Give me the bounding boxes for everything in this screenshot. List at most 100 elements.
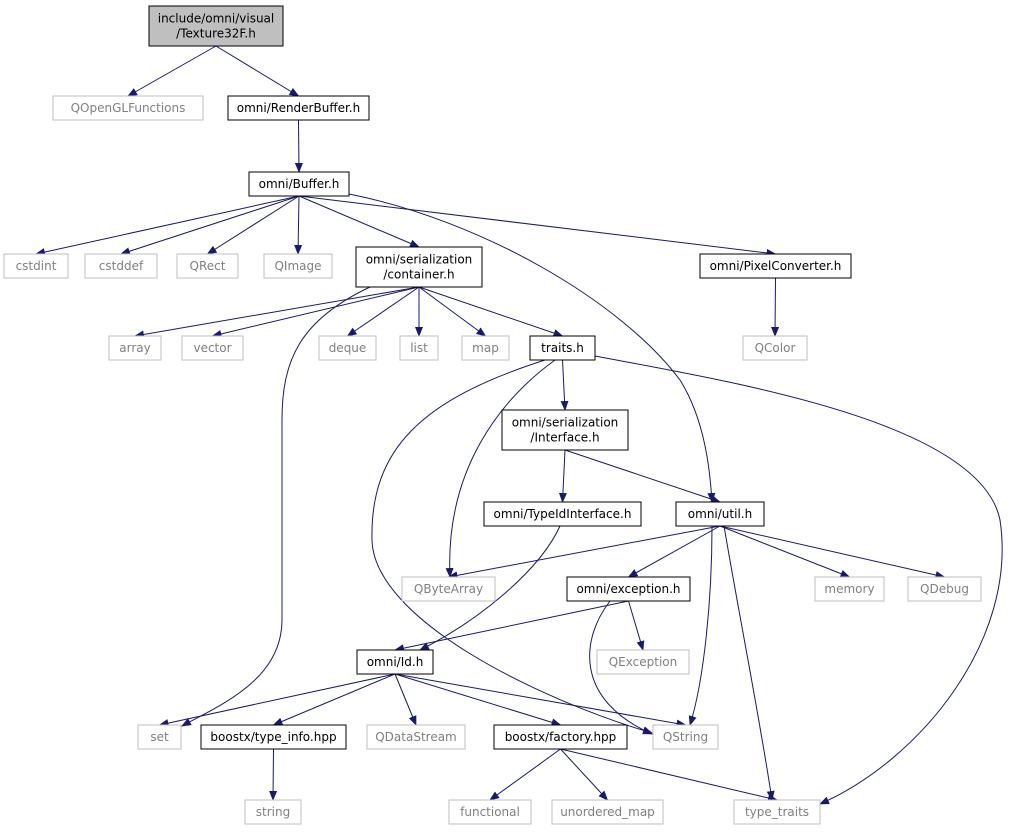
- node-map: map: [461, 335, 510, 361]
- node-box-container: [355, 246, 483, 288]
- edge-id-to-qstring: [394, 673, 687, 728]
- node-box-memory: [814, 576, 885, 602]
- node-box-map: [461, 335, 510, 361]
- node-cstdint: cstdint: [3, 253, 69, 279]
- node-renderbuffer[interactable]: omni/RenderBuffer.h: [227, 95, 370, 121]
- node-label-interface: omni/serialization: [512, 416, 619, 430]
- node-box-root: [148, 5, 284, 47]
- node-label-traits: traits.h: [541, 341, 584, 355]
- node-label-pixelconverter: omni/PixelConverter.h: [710, 259, 842, 273]
- edge-container-to-array: [134, 286, 420, 339]
- node-label-buffer: omni/Buffer.h: [259, 177, 340, 191]
- node-factory[interactable]: boostx/factory.hpp: [493, 724, 628, 750]
- node-box-cstdint: [3, 253, 69, 279]
- edge-container-to-set: [181, 286, 371, 727]
- node-typeinfo[interactable]: boostx/type_info.hpp: [200, 724, 347, 750]
- node-label-factory: boostx/factory.hpp: [505, 730, 617, 744]
- edge-typeinfo-to-string: [269, 748, 278, 801]
- node-label-qimage: QImage: [274, 259, 321, 273]
- edges-layer: [35, 45, 1003, 805]
- node-box-set: [137, 724, 182, 750]
- node-label-qopenglfunctions: QOpenGLFunctions: [71, 101, 186, 115]
- edge-factory-to-unordered_map: [560, 748, 609, 801]
- node-qcolor: QColor: [742, 335, 808, 361]
- edge-exception-to-qstring: [589, 600, 653, 735]
- node-label-unordered_map: unordered_map: [560, 805, 655, 819]
- nodes-layer: include/omni/visual/Texture32F.hQOpenGLF…: [3, 5, 982, 825]
- node-pixelconverter[interactable]: omni/PixelConverter.h: [699, 253, 852, 279]
- node-label-container: omni/serialization: [366, 253, 473, 267]
- node-box-qcolor: [742, 335, 808, 361]
- node-util[interactable]: omni/util.h: [675, 501, 765, 527]
- edge-buffer-to-pixelconverter: [298, 195, 777, 257]
- node-box-factory: [493, 724, 628, 750]
- node-label-array: array: [119, 341, 150, 355]
- node-box-list: [399, 335, 439, 361]
- edge-exception-to-qexception: [628, 600, 645, 651]
- edge-buffer-to-cstddef: [120, 195, 300, 256]
- node-label-exception: omni/exception.h: [576, 582, 680, 596]
- node-box-qrect: [176, 253, 239, 279]
- edge-factory-to-type_traits: [560, 748, 778, 802]
- node-box-util: [675, 501, 765, 527]
- node-label-set: set: [150, 730, 169, 744]
- edge-container-to-map: [418, 286, 487, 337]
- node-container[interactable]: omni/serialization/container.h: [355, 246, 483, 288]
- node-buffer[interactable]: omni/Buffer.h: [248, 171, 350, 197]
- edge-buffer-to-qrect: [206, 195, 300, 255]
- node-root[interactable]: include/omni/visual/Texture32F.h: [148, 5, 284, 47]
- edge-interface-to-util: [564, 449, 721, 503]
- node-array: array: [108, 335, 162, 361]
- node-label-qcolor: QColor: [755, 341, 796, 355]
- edge-util-to-qstring: [688, 525, 713, 726]
- node-box-type_traits: [733, 799, 821, 825]
- edge-root-to-renderbuffer: [215, 45, 300, 97]
- node-qrect: QRect: [176, 253, 239, 279]
- edge-traits-to-qstring: [371, 359, 653, 735]
- node-label-type_traits: type_traits: [745, 805, 809, 819]
- node-label-cstddef: cstddef: [99, 259, 144, 273]
- edge-root-to-qopenglfunctions: [127, 45, 217, 97]
- edge-util-to-qdebug: [719, 525, 946, 579]
- node-box-qopenglfunctions: [52, 95, 204, 121]
- node-box-renderbuffer: [227, 95, 370, 121]
- node-interface[interactable]: omni/serialization/Interface.h: [501, 409, 629, 451]
- node-box-deque: [318, 335, 377, 361]
- node-label-vector: vector: [193, 341, 231, 355]
- edge-id-to-qdatastream: [394, 673, 417, 726]
- node-box-qexception: [596, 649, 690, 675]
- node-label-root: include/omni/visual: [158, 12, 275, 26]
- node-typeidinterface[interactable]: omni/TypeIdInterface.h: [483, 501, 642, 527]
- node-box-exception: [566, 576, 691, 602]
- node-label-typeidinterface: omni/TypeIdInterface.h: [494, 507, 632, 521]
- node-label-qexception: QException: [609, 655, 678, 669]
- edge-buffer-to-cstdint: [35, 195, 300, 256]
- edge-buffer-to-container: [298, 195, 420, 248]
- node-qopenglfunctions: QOpenGLFunctions: [52, 95, 204, 121]
- node-label-container: /container.h: [383, 268, 454, 282]
- node-box-buffer: [248, 171, 350, 197]
- node-box-vector: [181, 335, 244, 361]
- node-label-qdebug: QDebug: [920, 582, 969, 596]
- node-label-qstring: QString: [663, 730, 708, 744]
- node-deque: deque: [318, 335, 377, 361]
- edge-id-to-factory: [394, 673, 562, 727]
- node-set: set: [137, 724, 182, 750]
- node-list: list: [399, 335, 439, 361]
- node-label-util: omni/util.h: [688, 507, 752, 521]
- node-box-id: [356, 649, 434, 675]
- node-traits[interactable]: traits.h: [529, 335, 596, 361]
- node-exception[interactable]: omni/exception.h: [566, 576, 691, 602]
- edge-container-to-deque: [346, 286, 420, 337]
- node-id[interactable]: omni/Id.h: [356, 649, 434, 675]
- node-label-typeinfo: boostx/type_info.hpp: [210, 730, 336, 744]
- node-label-cstdint: cstdint: [16, 259, 57, 273]
- node-label-root: /Texture32F.h: [176, 27, 256, 41]
- node-qdatastream: QDataStream: [366, 724, 466, 750]
- edge-buffer-to-util: [348, 193, 716, 503]
- node-box-qimage: [263, 253, 333, 279]
- node-qimage: QImage: [263, 253, 333, 279]
- node-label-deque: deque: [329, 341, 367, 355]
- node-label-memory: memory: [824, 582, 874, 596]
